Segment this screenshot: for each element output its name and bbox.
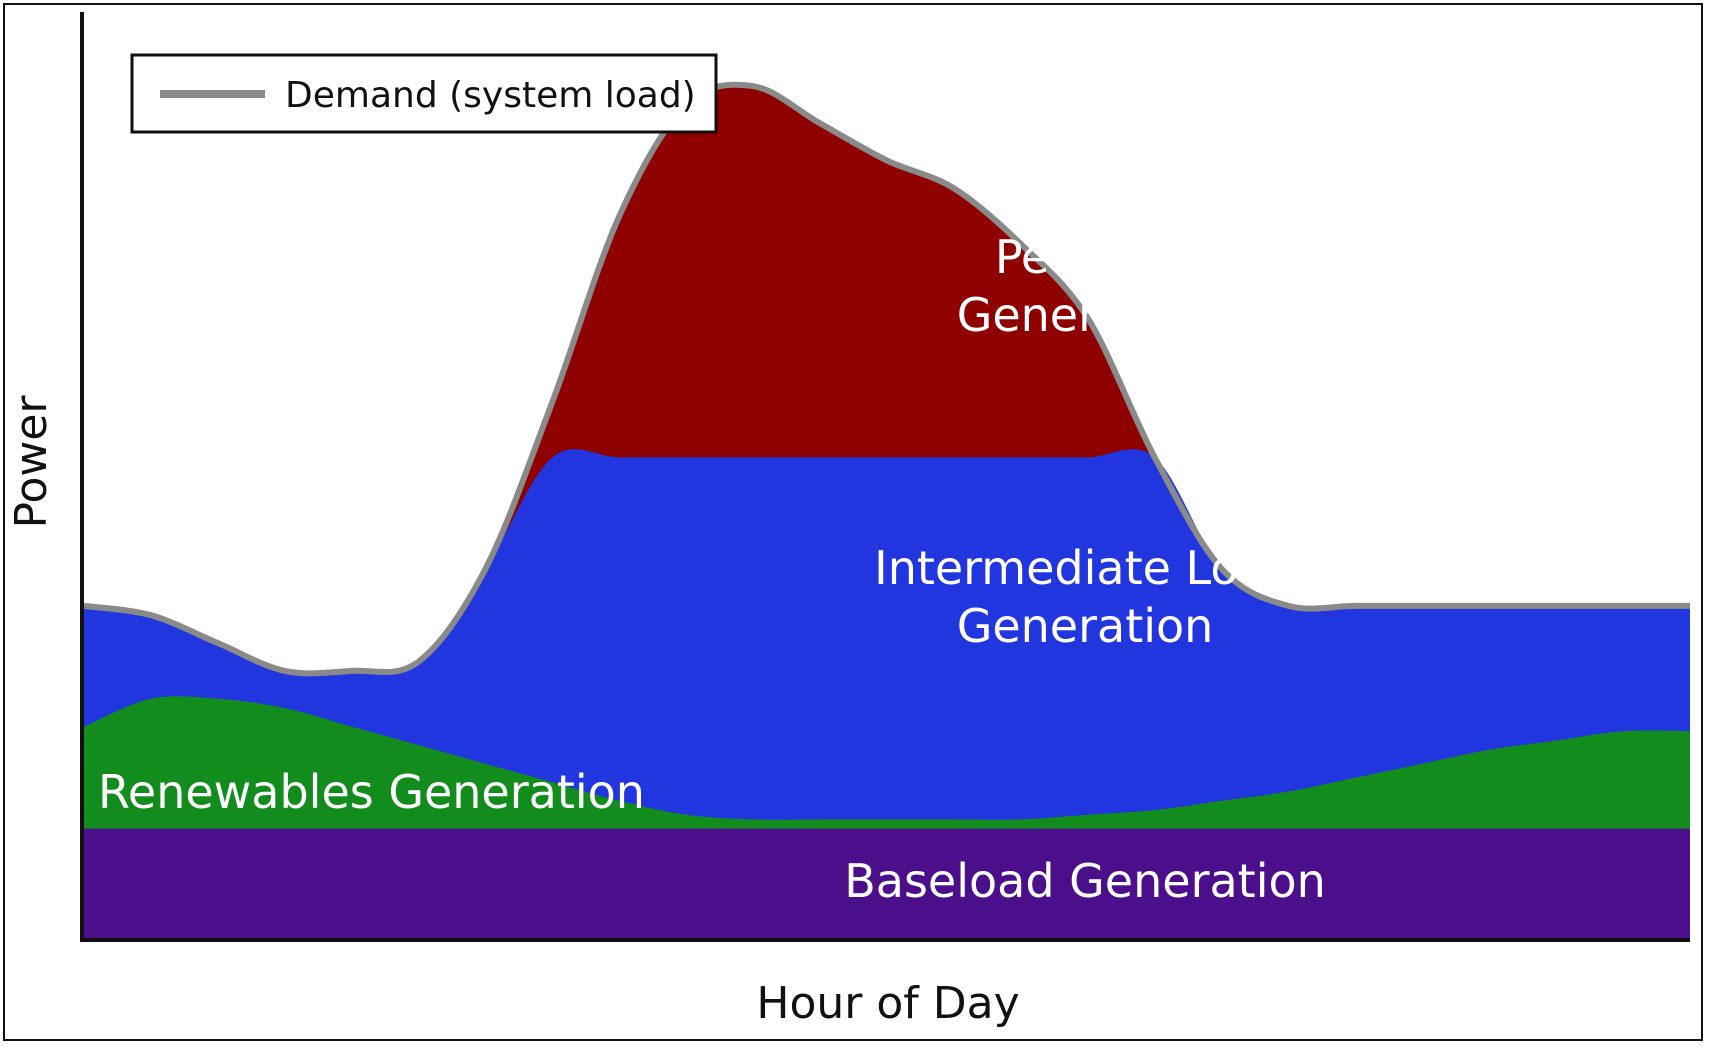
band-baseload-generation xyxy=(84,828,1690,940)
legend: Demand (system load) xyxy=(130,53,718,134)
band-label-peaking-generation-line-1: Peaking xyxy=(995,230,1175,284)
x-axis-label: Hour of Day xyxy=(756,978,1019,1029)
band-label-baseload-generation-line-1: Baseload Generation xyxy=(844,854,1326,908)
y-axis-label: Power xyxy=(6,395,57,529)
band-labels: Baseload Generation Renewables Generation… xyxy=(98,230,1326,908)
chart-frame xyxy=(3,3,1703,1041)
band-label-peaking-generation-line-2: Generation xyxy=(957,288,1214,342)
legend-entry-demand: Demand (system load) xyxy=(285,75,696,116)
band-label-renewables-generation-line-1: Renewables Generation xyxy=(98,765,645,819)
demand-line xyxy=(83,81,1690,677)
generation-bands xyxy=(84,84,1690,941)
band-label-intermediate-load-generation-line-1: Intermediate Load xyxy=(874,541,1296,595)
band-label-intermediate-load-generation-line-2: Generation xyxy=(957,599,1214,653)
